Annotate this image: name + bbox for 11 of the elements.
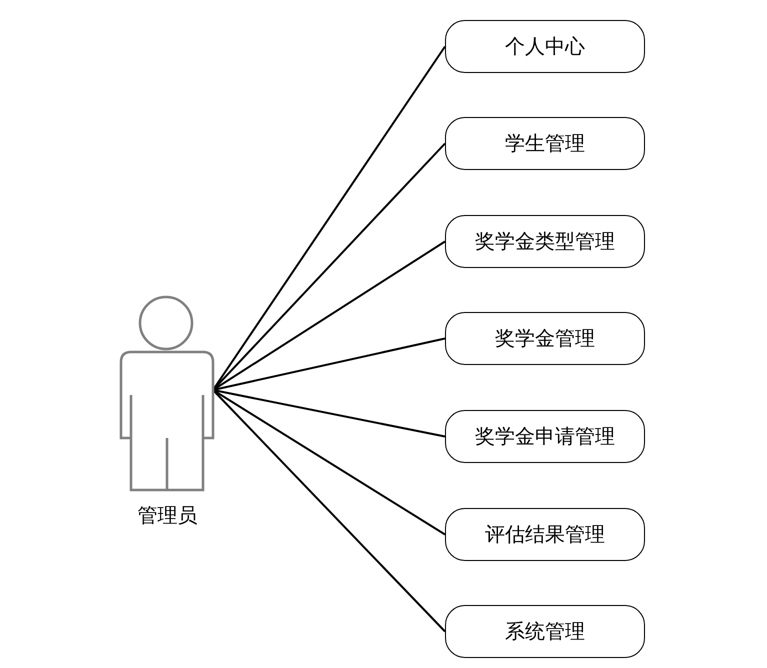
use-case-box: 奖学金管理 bbox=[445, 312, 645, 365]
use-case-box: 系统管理 bbox=[445, 605, 645, 658]
association-line bbox=[212, 338, 446, 391]
use-case-box: 评估结果管理 bbox=[445, 508, 645, 561]
association-line bbox=[212, 389, 446, 438]
use-case-box: 奖学金类型管理 bbox=[445, 215, 645, 268]
use-case-box: 奖学金申请管理 bbox=[445, 410, 645, 463]
use-case-box: 学生管理 bbox=[445, 117, 645, 170]
association-line bbox=[212, 389, 446, 632]
actor-label: 管理员 bbox=[136, 502, 198, 529]
use-case-box: 个人中心 bbox=[445, 20, 645, 73]
